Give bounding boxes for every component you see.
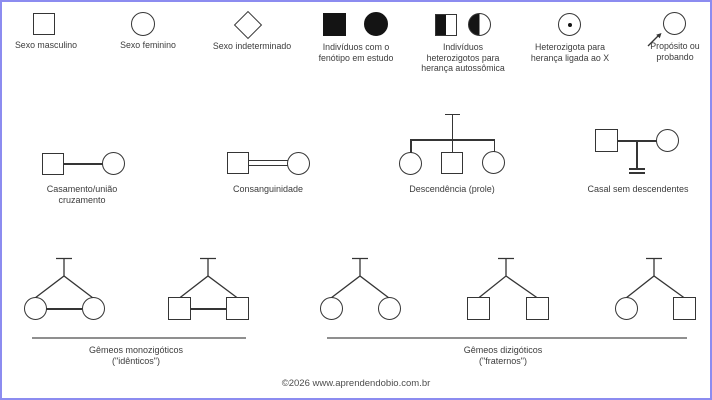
legend-label-affected: Indivíduos com o fenótipo em estudo (318, 42, 394, 63)
legend-label-proband: Propósito ou probando (650, 41, 700, 62)
di-twin-circle-right-icon (377, 297, 401, 320)
heterozygote-half-square-icon (435, 14, 457, 36)
mono-twin-square-right-icon (226, 297, 249, 320)
male-square-icon (33, 13, 55, 35)
consanguinity-square-icon (227, 152, 249, 174)
x-linked-carrier-dot-circle-icon (558, 13, 581, 36)
di-twin-square-right-icon (526, 297, 549, 320)
childless-hash-bottom (629, 172, 645, 174)
offspring-label: Descendência (prole) (409, 184, 495, 194)
affected-filled-circle-icon (364, 12, 388, 36)
dizygotic-label: Gêmeos dizigóticos ("fraternos") (463, 345, 543, 366)
mono-twin-circle-right-icon (81, 297, 105, 320)
legend-label-heterozygote: Indivíduos heterozigotos para herança au… (421, 42, 505, 74)
offspring-descent-line (451, 113, 453, 154)
monozygotic-label: Gêmeos monozigóticos ("idênticos") (88, 345, 184, 366)
offspring-square-icon (441, 152, 463, 174)
proband-circle-icon (663, 12, 686, 35)
childless-circle-icon (656, 129, 679, 152)
childless-label: Casal sem descendentes (587, 184, 689, 194)
heterozygote-half-circle-icon (468, 13, 491, 36)
consanguinity-label: Consanguinidade (232, 184, 304, 194)
dizygotic-group-rule (327, 337, 687, 339)
marriage-circle-icon (102, 152, 125, 175)
offspring-circle-left-icon (399, 152, 422, 175)
mono-twin-square-left-icon (168, 297, 191, 320)
consanguinity-line-top (248, 160, 288, 162)
childless-hash-top (629, 168, 645, 170)
marriage-square-icon (42, 153, 64, 175)
legend-label-x-linked: Heterozigota para herança ligada ao X (530, 42, 610, 63)
legend-label-male: Sexo masculino (14, 40, 78, 50)
mono-twin-circle-left-icon (23, 297, 47, 320)
consanguinity-circle-icon (287, 152, 310, 175)
monozygotic-group-rule (32, 337, 246, 339)
childless-couple-line (617, 140, 657, 142)
di-twin-circle-left-icon (319, 297, 343, 320)
offspring-stub-right (493, 139, 495, 153)
undetermined-diamond-icon (233, 10, 263, 40)
offspring-circle-right-icon (482, 151, 505, 174)
affected-filled-square-icon (323, 13, 346, 36)
offspring-stub-left (410, 139, 412, 153)
di-twin-mixed-square-icon (673, 297, 696, 320)
offspring-sibship-line (410, 139, 495, 141)
marriage-label: Casamento/união cruzamento (46, 184, 118, 205)
legend-label-undetermined: Sexo indeterminado (212, 41, 292, 51)
di-twin-mixed-circle-icon (614, 297, 638, 320)
carrier-center-dot (567, 22, 572, 27)
consanguinity-line-bottom (248, 165, 288, 167)
childless-descent-line (636, 141, 638, 169)
childless-square-icon (595, 129, 618, 152)
marriage-line (63, 163, 104, 165)
monozygotic-squares-connector (190, 308, 227, 310)
copyright-text: ©2026 www.aprendendobio.com.br (281, 378, 431, 389)
female-circle-icon (131, 12, 155, 36)
proband-arrowhead (656, 33, 662, 39)
di-twin-square-left-icon (467, 297, 490, 320)
monozygotic-circles-connector (46, 308, 82, 310)
legend-label-female: Sexo feminino (120, 40, 176, 50)
